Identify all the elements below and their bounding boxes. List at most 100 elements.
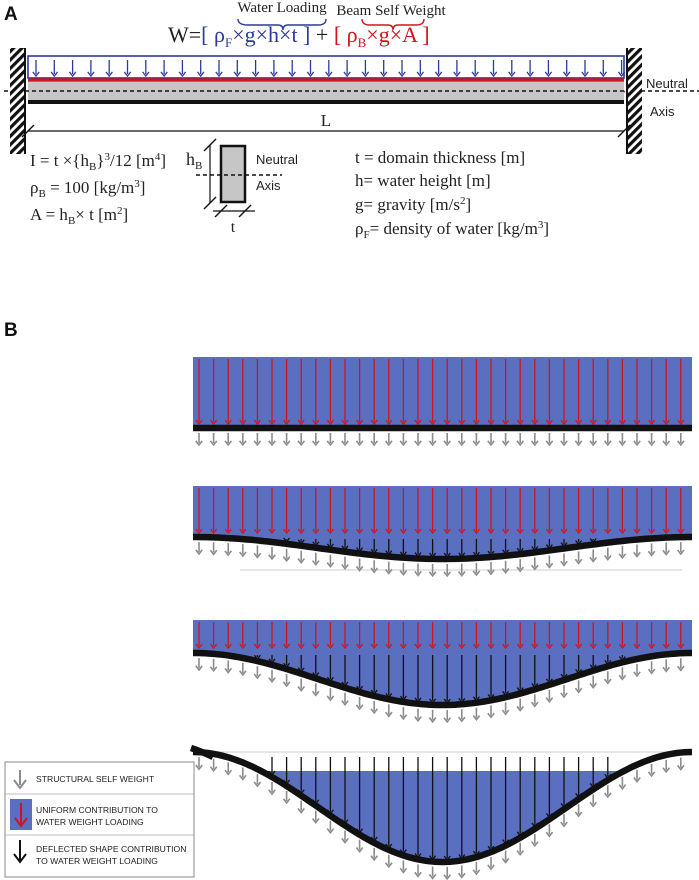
- self-weight-arrow: [384, 854, 393, 869]
- water-load-arrow: [434, 60, 443, 78]
- water-load-arrow: [471, 60, 479, 78]
- uniform-water-arrow: [589, 622, 597, 650]
- neutral-axis-label-2: Axis: [650, 104, 675, 119]
- self-weight-arrow: [253, 433, 262, 447]
- uniform-water-arrow: [399, 622, 407, 650]
- self-weight-arrow: [574, 680, 583, 694]
- self-weight-arrow: [282, 790, 291, 805]
- water-load-arrow: [379, 60, 388, 78]
- beam-density-formula: ρB = 100 [kg/m3]: [30, 178, 145, 200]
- self-weight-arrow: [224, 660, 233, 674]
- water-region: [193, 486, 692, 559]
- water-load-arrow: [32, 60, 40, 78]
- self-weight-arrow: [384, 433, 393, 447]
- water-load-arrow: [617, 60, 626, 78]
- uniform-water-arrow: [312, 359, 320, 426]
- legend-text-uniform-1: UNIFORM CONTRIBUTION TO: [36, 805, 158, 815]
- self-weight-arrow: [487, 857, 495, 871]
- self-weight-arrow: [676, 658, 685, 672]
- self-weight-arrow: [341, 830, 349, 844]
- uniform-water-arrow: [414, 622, 422, 650]
- uniform-water-arrow: [458, 359, 466, 426]
- self-weight-arrow: [516, 698, 525, 712]
- self-weight-arrow: [603, 671, 612, 685]
- uniform-water-arrow: [633, 488, 641, 535]
- uniform-water-arrow: [429, 622, 437, 650]
- self-weight-arrow: [589, 794, 598, 808]
- uniform-water-arrow: [414, 488, 422, 535]
- deflection-stage-3: [193, 620, 692, 724]
- self-weight-arrow: [618, 545, 627, 560]
- self-weight-arrow: [209, 542, 218, 556]
- self-weight-arrow: [355, 839, 364, 853]
- self-weight-arrow: [501, 702, 510, 716]
- deflected-beam: [193, 533, 692, 563]
- self-weight-arrow: [647, 661, 656, 675]
- uniform-water-arrow: [531, 359, 539, 426]
- uniform-water-arrow: [589, 359, 597, 426]
- self-weight-arrow: [589, 549, 598, 563]
- water-load-arrow: [526, 60, 534, 78]
- uniform-water-arrow: [677, 359, 685, 426]
- uniform-water-arrow: [210, 359, 218, 426]
- uniform-water-arrow: [502, 359, 510, 426]
- self-weight-arrow: [457, 865, 466, 879]
- uniform-water-arrow: [297, 488, 305, 535]
- self-weight-arrow: [355, 697, 364, 711]
- uniform-water-arrow: [545, 359, 553, 426]
- uniform-water-arrow: [502, 488, 510, 535]
- self-weight-arrow: [662, 659, 671, 673]
- uniform-water-arrow: [385, 622, 393, 650]
- self-weight-arrow: [618, 433, 627, 447]
- uniform-water-arrow: [297, 622, 305, 650]
- self-weight-arrow: [647, 543, 656, 557]
- uniform-water-arrow: [239, 622, 247, 650]
- self-weight-arrow: [530, 833, 539, 848]
- self-weight-arrow: [516, 433, 525, 447]
- self-weight-arrow: [282, 548, 291, 563]
- self-weight-arrow: [414, 433, 422, 447]
- deflected-beam: [193, 649, 692, 709]
- water-load-arrow: [270, 60, 278, 78]
- self-weight-arrow: [282, 674, 291, 688]
- self-weight-arrow: [311, 433, 320, 447]
- uniform-water-arrow: [356, 488, 364, 535]
- self-weight-arrow: [560, 553, 568, 567]
- self-weight-arrow: [268, 547, 276, 561]
- self-weight-arrow: [662, 433, 671, 447]
- self-weight-arrow: [574, 804, 583, 818]
- self-weight-arrow: [384, 561, 393, 575]
- self-weight-arrow: [297, 800, 306, 814]
- self-weight-arrow: [326, 820, 335, 835]
- uniform-water-arrow: [560, 488, 568, 535]
- uniform-water-arrow: [399, 488, 407, 535]
- self-weight-arrow: [370, 560, 379, 574]
- uniform-water-arrow: [356, 359, 364, 426]
- self-weight-arrow: [676, 542, 685, 556]
- uniform-water-arrow: [648, 359, 656, 426]
- legend-text-self-weight: STRUCTURAL SELF WEIGHT: [36, 774, 155, 784]
- uniform-water-arrow: [443, 359, 451, 426]
- beam-cross-section: [196, 138, 282, 218]
- uniform-water-arrow: [195, 622, 203, 650]
- uniform-water-arrow: [633, 622, 641, 650]
- water-load-arrow: [599, 60, 608, 78]
- self-weight-arrow: [472, 862, 481, 876]
- uniform-water-arrow: [604, 622, 612, 650]
- uniform-water-arrow: [575, 488, 583, 535]
- uniform-water-arrow: [297, 359, 305, 426]
- water-load-arrow: [178, 60, 187, 78]
- self-weight-arrow: [399, 706, 408, 721]
- uniform-water-arrow: [487, 622, 495, 650]
- uniform-water-arrow: [472, 359, 480, 426]
- self-weight-arrow: [457, 709, 466, 723]
- self-weight-arrow: [662, 759, 671, 774]
- water-load-arrow: [581, 60, 589, 78]
- uniform-water-arrow: [458, 622, 466, 650]
- self-weight-arrow: [618, 776, 627, 791]
- uniform-water-arrow: [370, 622, 378, 650]
- uniform-water-arrow: [545, 622, 553, 650]
- def-water-height: h= water height [m]: [355, 171, 491, 190]
- self-weight-arrow: [341, 692, 349, 707]
